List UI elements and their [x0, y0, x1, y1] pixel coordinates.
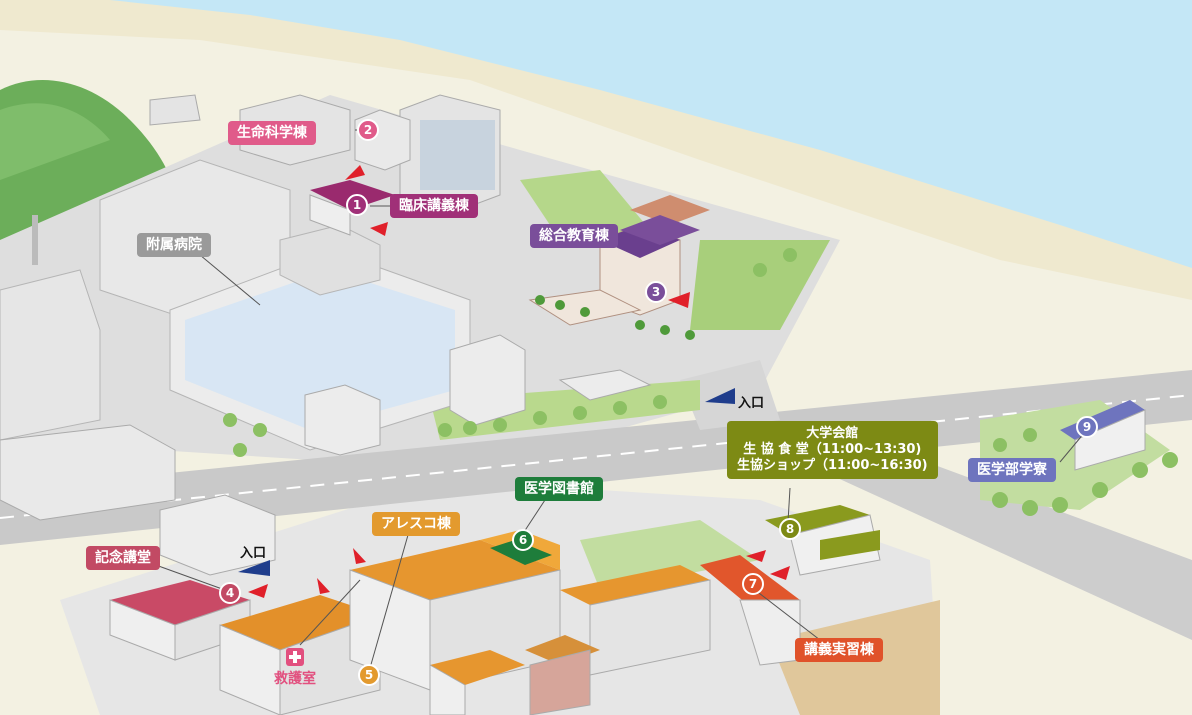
marker-7[interactable]: 7 — [742, 573, 764, 595]
label-life-science[interactable]: 生命科学棟 — [228, 121, 316, 145]
infirmary-cross-icon — [286, 648, 304, 666]
marker-4[interactable]: 4 — [219, 582, 241, 604]
marker-8[interactable]: 8 — [779, 518, 801, 540]
university-hall-shop: 生協ショップ（11:00~16:30) — [737, 458, 928, 473]
entrance-label-south: 入口 — [240, 546, 267, 561]
label-general-education[interactable]: 総合教育棟 — [530, 224, 618, 248]
label-aresco[interactable]: アレスコ棟 — [372, 512, 460, 536]
marker-3[interactable]: 3 — [645, 281, 667, 303]
label-infirmary[interactable]: 救護室 — [274, 671, 316, 687]
label-lecture-practice[interactable]: 講義実習棟 — [795, 638, 883, 662]
marker-1[interactable]: 1 — [346, 194, 368, 216]
university-hall-title: 大学会館 — [806, 426, 859, 441]
marker-5[interactable]: 5 — [358, 664, 380, 686]
marker-2[interactable]: 2 — [357, 119, 379, 141]
label-university-hall[interactable]: 大学会館 生 協 食 堂（11:00~13:30) 生協ショップ（11:00~1… — [727, 421, 938, 479]
label-hospital[interactable]: 附属病院 — [137, 233, 211, 257]
marker-9[interactable]: 9 — [1076, 416, 1098, 438]
university-hall-cafeteria: 生 協 食 堂（11:00~13:30) — [743, 442, 922, 457]
label-dormitory[interactable]: 医学部学寮 — [968, 458, 1056, 482]
sea — [110, 0, 1192, 268]
marker-6[interactable]: 6 — [512, 529, 534, 551]
entrance-marker-south — [238, 560, 270, 576]
label-clinical-lecture[interactable]: 臨床講義棟 — [390, 194, 478, 218]
entrance-label-north: 入口 — [738, 396, 765, 411]
label-memorial-hall[interactable]: 記念講堂 — [86, 546, 160, 570]
entrance-marker-north — [705, 388, 735, 404]
main-road — [0, 370, 1192, 545]
label-medical-library[interactable]: 医学図書館 — [515, 477, 603, 501]
